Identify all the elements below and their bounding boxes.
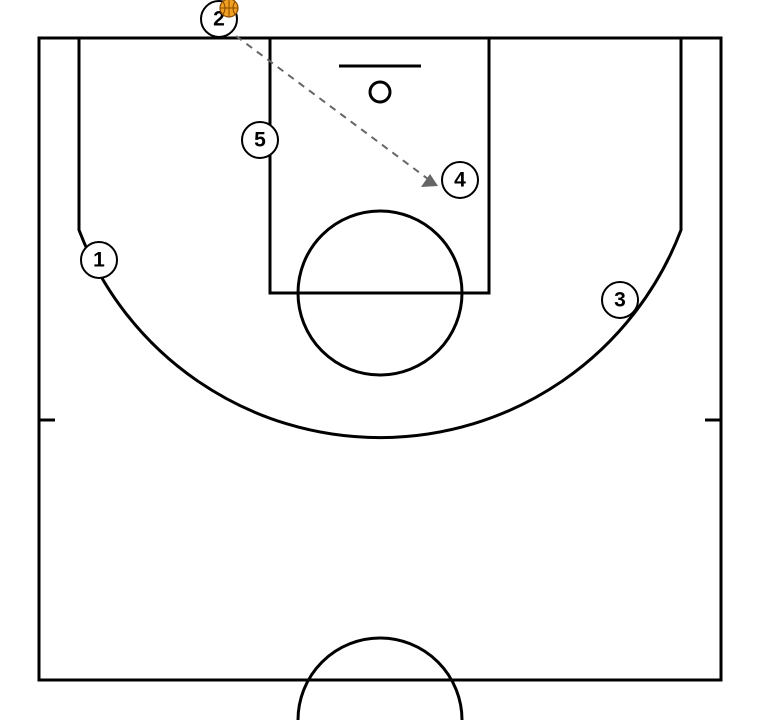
player-5-number: 5	[254, 129, 266, 152]
player-4[interactable]: 4	[441, 161, 479, 199]
pass-arrowhead	[421, 174, 438, 187]
pass-line	[235, 35, 429, 180]
player-3-number: 3	[614, 289, 626, 312]
basketball-icon	[219, 0, 239, 18]
free-throw-lane	[268, 36, 491, 295]
player-4-number: 4	[454, 169, 466, 192]
center-circle	[296, 636, 464, 720]
three-point-line	[77, 38, 683, 440]
free-throw-circle	[296, 209, 464, 377]
player-1[interactable]: 1	[80, 241, 118, 279]
player-2-number: 2	[213, 8, 225, 31]
court-boundary	[37, 36, 723, 682]
player-1-number: 1	[93, 249, 105, 272]
basket-rim	[368, 80, 392, 104]
player-5[interactable]: 5	[241, 121, 279, 159]
player-3[interactable]: 3	[601, 281, 639, 319]
